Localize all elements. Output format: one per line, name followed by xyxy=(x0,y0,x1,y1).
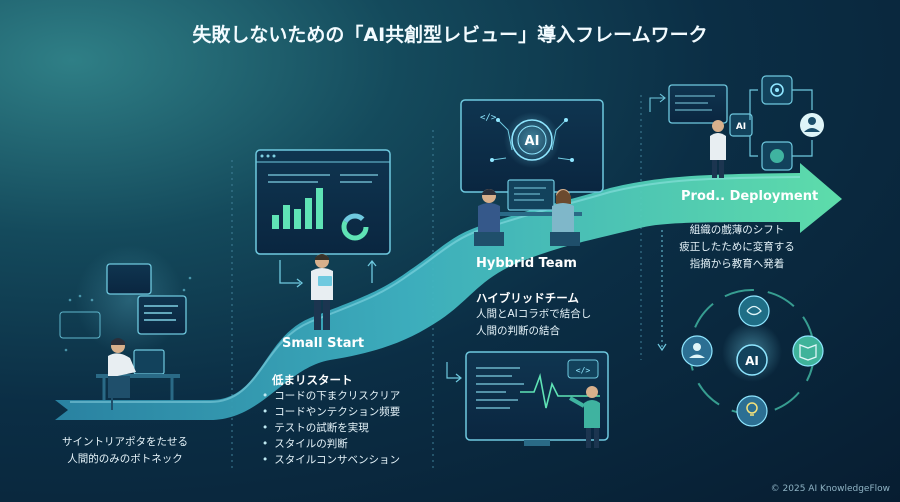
small-start-label: Small Start xyxy=(282,336,365,351)
monitor-stand xyxy=(524,440,550,446)
cycle-ai-hub xyxy=(736,344,768,376)
hybrid-team-description: 人間とAIコラボで結合し 人間の判断の結合 xyxy=(476,306,591,340)
baseline-caption-line: サイントリアポタをたせる xyxy=(62,436,188,448)
operator-body xyxy=(710,133,726,160)
tablet-icon xyxy=(318,276,332,286)
waveform-line xyxy=(520,373,600,409)
deployment-scene: AI AI xyxy=(649,75,824,427)
baseline-caption-line: 人間的のみのボトネック xyxy=(67,453,183,465)
small-start-scene xyxy=(255,149,391,330)
hybrid-team-label: Hybbrid Team xyxy=(476,256,577,271)
bullet-item: スタイルの判断 xyxy=(262,436,400,452)
desktop-monitor xyxy=(133,349,165,375)
brain-icon xyxy=(738,295,770,327)
hybrid-team-line: 人間とAIコラボで結合し xyxy=(476,308,592,320)
dashboard-donut-chart xyxy=(341,213,369,241)
team-member-2-body xyxy=(552,203,574,232)
desk-chair xyxy=(108,376,130,398)
hybrid-team-scene: </> AI </> xyxy=(446,99,609,448)
flow-arrow-review xyxy=(446,362,460,379)
shared-monitor xyxy=(507,179,555,211)
ai-brain-icon xyxy=(511,119,553,161)
baseline-caption: サイントリアポタをたせる 人間的のみのボトネック xyxy=(45,434,205,468)
bullet-item: スタイルコンサベンション xyxy=(262,452,400,468)
deployment-description: 組織の戲薄のシフト 疲正したために変育する 指摘から教育へ発着 xyxy=(662,222,812,273)
code-tag-icon-bubble: </> xyxy=(576,366,591,375)
page-title: 失敗しないための「AI共創型レビュー」導入フレームワーク xyxy=(192,24,708,46)
deployment-line: 指摘から教育へ発着 xyxy=(689,258,785,270)
small-start-heading: 低まリスタート xyxy=(272,373,353,387)
ribbon-highlight xyxy=(70,176,801,403)
book-icon xyxy=(792,335,824,367)
code-tag-bubble xyxy=(567,359,599,379)
code-window-icon xyxy=(106,263,152,295)
progress-ribbon xyxy=(55,163,842,420)
reviewer-head xyxy=(586,386,598,398)
code-lines xyxy=(476,367,524,409)
code-tag-icon-panel: </> xyxy=(480,113,497,123)
lightbulb-icon xyxy=(736,395,768,427)
deployment-label: Prod.. Deployment xyxy=(681,189,819,204)
hybrid-team-heading: ハイブリッドチーム xyxy=(476,291,579,305)
gear-icon xyxy=(770,83,784,97)
flow-arrow-left xyxy=(279,260,300,284)
baseline-scene xyxy=(59,245,192,410)
deployment-line: 疲正したために変育する xyxy=(679,241,795,253)
cycle-ai-label: AI xyxy=(745,354,759,368)
ai-badge-label: AI xyxy=(525,134,540,149)
bullet-item: コードやンテクション频要 xyxy=(262,404,400,420)
desk xyxy=(96,374,180,378)
operator-head xyxy=(712,120,724,132)
person-body xyxy=(108,353,136,378)
dashboard-bar-chart xyxy=(272,188,323,229)
small-start-bullet-list: コードの下まクリスクリア コードやンテクション频要 テストの試断を実現 スタイル… xyxy=(262,388,400,468)
deploy-ai-chip xyxy=(729,113,753,137)
team-desk xyxy=(478,212,582,216)
support-agent-icon xyxy=(770,149,784,163)
hybrid-team-line: 人間の判断の結合 xyxy=(476,325,560,337)
reviewer-body xyxy=(584,400,600,428)
team-member-1-body xyxy=(478,203,500,232)
deploy-code-window xyxy=(668,84,728,124)
bullet-item: コードの下まクリスクリア xyxy=(262,388,400,404)
bullet-item: テストの試断を実現 xyxy=(262,420,400,436)
chat-window-icon xyxy=(137,295,187,335)
deploy-ai-label: AI xyxy=(736,122,746,132)
copyright-notice: © 2025 AI KnowledgeFlow xyxy=(770,484,890,494)
deployment-line: 組織の戲薄のシフト xyxy=(689,224,785,236)
